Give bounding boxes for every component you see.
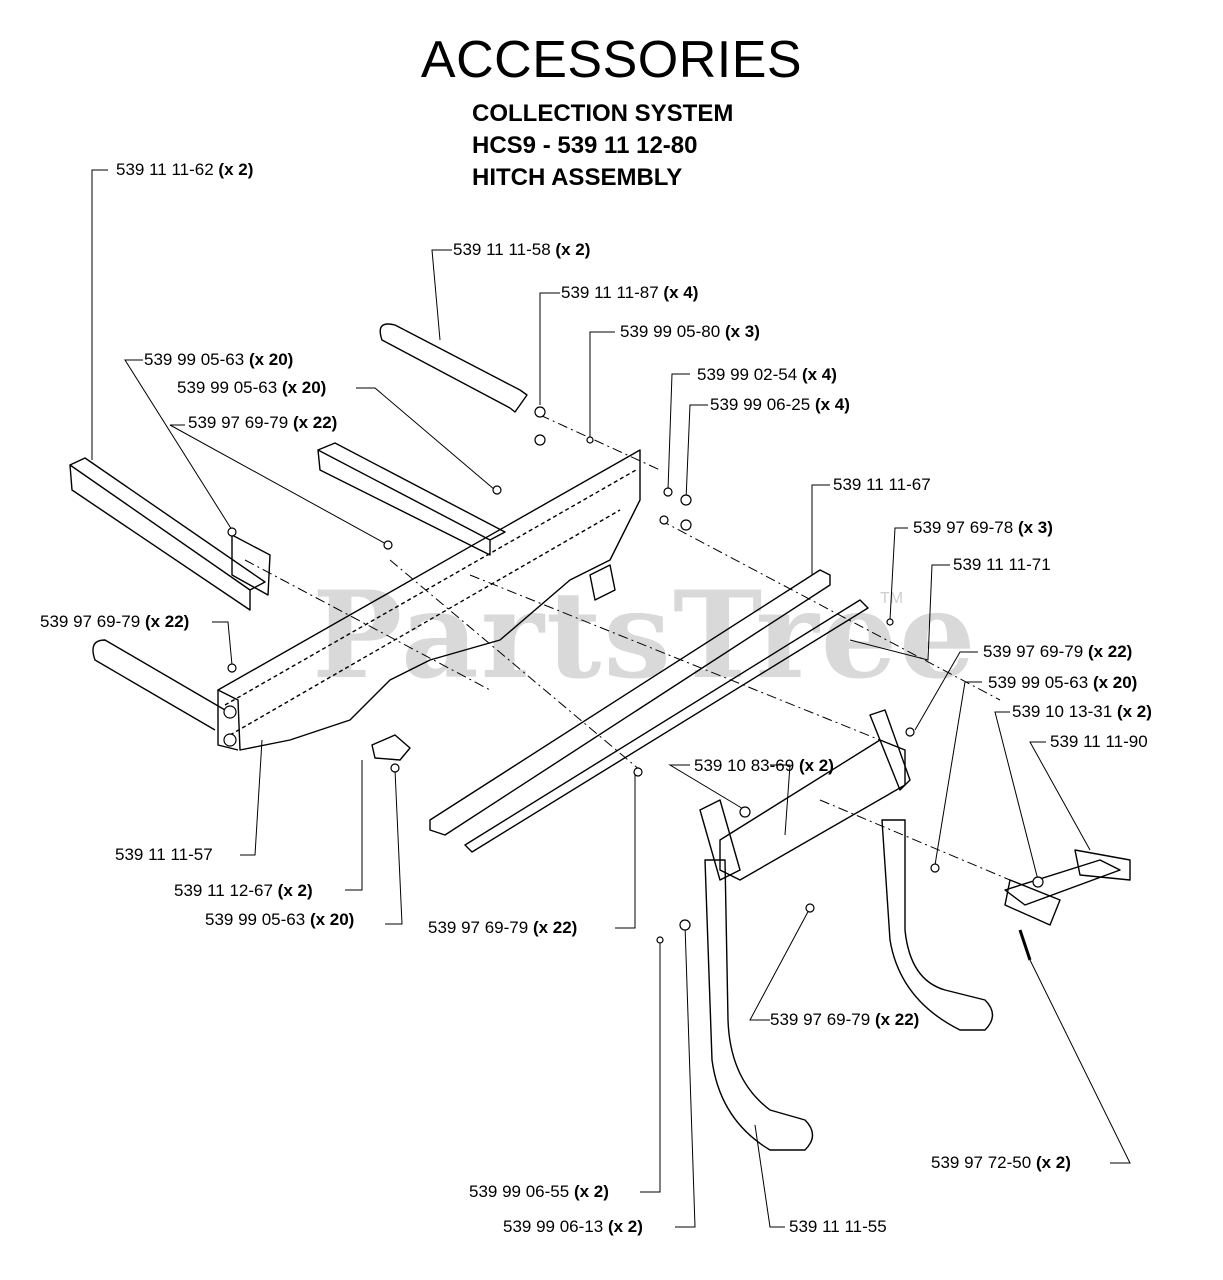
nut: [656, 936, 664, 944]
nut: [663, 487, 673, 497]
right-tube: [317, 449, 491, 556]
callout-539-99-05-63-d: 539 99 05-63 (x 20): [205, 910, 355, 929]
nut: [633, 767, 643, 777]
callout-539-97-69-79-e: 539 97 69-79 (x 22): [770, 1010, 920, 1029]
flat-strip-bar: [464, 599, 869, 853]
subtitle-collection-system: COLLECTION SYSTEM: [472, 100, 734, 127]
small-bracket: [371, 734, 411, 761]
hitch-pin: [1004, 859, 1121, 906]
callout-539-97-69-79-a: 539 97 69-79 (x 22): [188, 413, 338, 432]
callout-539-99-05-80: 539 99 05-80 (x 3): [620, 322, 760, 341]
nut: [534, 434, 546, 446]
callout-539-99-05-63-b: 539 99 05-63 (x 20): [177, 378, 327, 397]
nut: [680, 519, 692, 531]
callout-539-11-11-55: 539 11 11-55: [789, 1217, 887, 1236]
callout-539-11-11-58: 539 11 11-58 (x 2): [453, 240, 591, 259]
hitch-left-leg: [704, 859, 814, 1151]
handle-lower: [92, 639, 226, 731]
left-tube: [69, 464, 251, 611]
nut: [227, 663, 237, 673]
callout-539-11-11-57: 539 11 11-57: [115, 845, 213, 864]
nut: [223, 733, 237, 747]
handle-upper: [379, 323, 521, 409]
callout-539-99-05-63-a: 539 99 05-63 (x 20): [144, 350, 294, 369]
nut: [680, 494, 692, 506]
callout-539-11-11-90: 539 11 11-90: [1050, 732, 1148, 751]
callout-539-11-11-87: 539 11 11-87 (x 4): [561, 283, 699, 302]
callout-539-97-69-79-b: 539 97 69-79 (x 22): [40, 612, 190, 631]
subtitle-model-number: HCS9 - 539 11 12-80: [472, 132, 698, 159]
nut: [886, 618, 894, 626]
nut: [679, 919, 691, 931]
nut: [739, 806, 751, 818]
main-frame-plate: [217, 449, 641, 751]
subtitle-hitch-assembly: HITCH ASSEMBLY: [472, 164, 683, 191]
callout-539-11-11-67: 539 11 11-67: [833, 475, 931, 494]
nut: [930, 863, 940, 873]
callout-539-99-06-13: 539 99 06-13 (x 2): [503, 1217, 643, 1236]
spring: [1018, 929, 1032, 961]
nut: [534, 406, 546, 418]
nut: [805, 903, 815, 913]
callout-539-11-12-67: 539 11 12-67 (x 2): [174, 881, 313, 900]
callout-539-97-69-79-c: 539 97 69-79 (x 22): [983, 642, 1133, 661]
nut: [1032, 876, 1044, 888]
callout-539-97-69-78: 539 97 69-78 (x 3): [913, 518, 1053, 537]
nut: [492, 485, 502, 495]
nut: [383, 540, 393, 550]
callout-539-97-69-79-d: 539 97 69-79 (x 22): [428, 918, 578, 937]
callout-539-99-06-25: 539 99 06-25 (x 4): [710, 395, 850, 414]
nut: [390, 763, 400, 773]
nut: [586, 436, 594, 444]
callout-539-99-06-55: 539 99 06-55 (x 2): [469, 1182, 609, 1201]
nut: [659, 515, 669, 525]
page-title: ACCESSORIES: [420, 31, 803, 89]
nut: [905, 727, 915, 737]
callout-539-10-13-31: 539 10 13-31 (x 2): [1012, 702, 1152, 721]
nut: [227, 527, 237, 537]
hitch-right-leg: [881, 819, 994, 1031]
callout-539-11-11-62: 539 11 11-62 (x 2): [116, 160, 254, 179]
callout-539-11-11-71: 539 11 11-71: [953, 555, 1051, 574]
nut: [223, 705, 237, 719]
callout-539-10-83-69: 539 10 83-69 (x 2): [694, 756, 834, 775]
callout-539-97-72-50: 539 97 72-50 (x 2): [931, 1153, 1071, 1172]
callout-539-99-05-63-c: 539 99 05-63 (x 20): [988, 673, 1138, 692]
callout-539-99-02-54: 539 99 02-54 (x 4): [697, 365, 837, 384]
long-support-bar: [429, 569, 831, 836]
